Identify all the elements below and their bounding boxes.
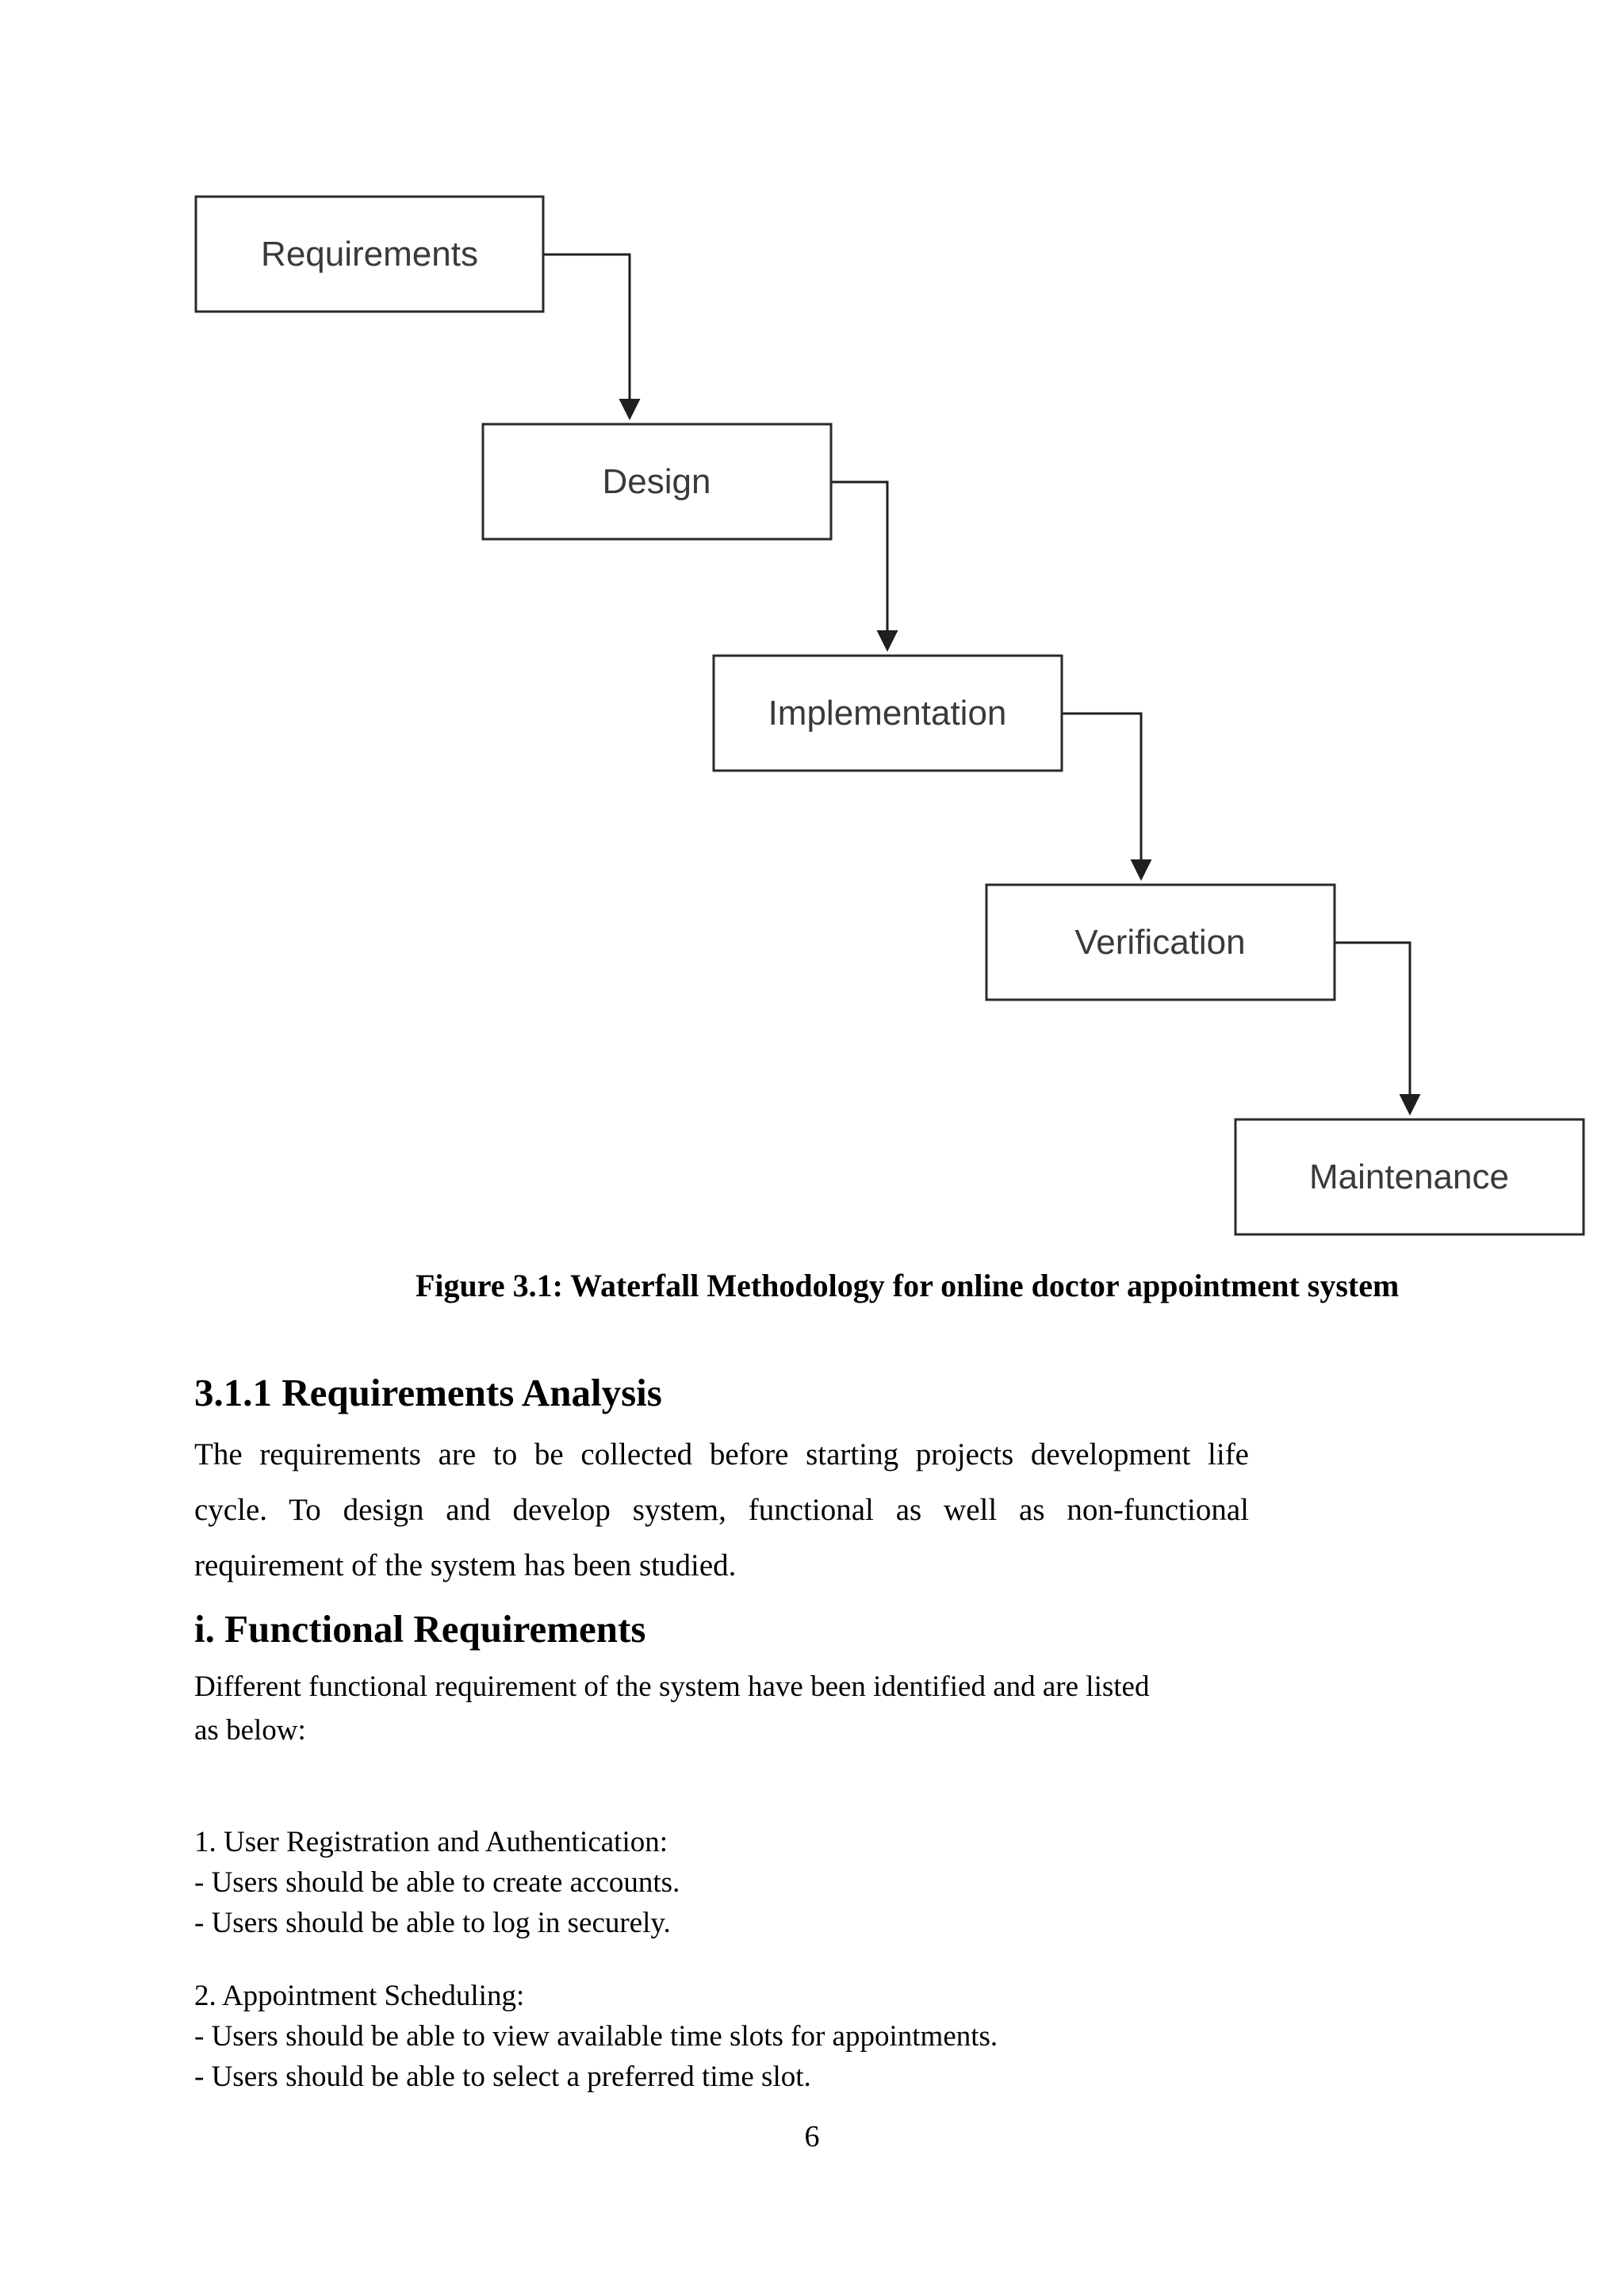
arrow-requirements-to-design: [543, 253, 641, 421]
diagram-node-design: Design: [481, 423, 833, 541]
section-heading-functional-requirements: i. Functional Requirements: [194, 1607, 646, 1651]
paragraph-line: cycle. To design and develop system, fun…: [194, 1493, 1249, 1527]
arrow-implementation-to-verification: [1063, 712, 1152, 882]
intro-line: as below:: [194, 1714, 306, 1747]
requirement-point: - Users should be able to log in securel…: [194, 1907, 671, 1939]
page-number: 6: [804, 2120, 820, 2153]
requirement-title: 2. Appointment Scheduling:: [194, 1980, 525, 2012]
requirement-item-registration: 1. User Registration and Authentication:…: [194, 1822, 1384, 1943]
paragraph-line: The requirements are to be collected bef…: [194, 1437, 1249, 1471]
diagram-node-label: Maintenance: [1309, 1158, 1509, 1196]
requirements-analysis-paragraph: The requirements are to be collected bef…: [194, 1427, 1249, 1594]
arrow-verification-to-maintenance: [1335, 941, 1421, 1116]
requirement-title: 1. User Registration and Authentication:: [194, 1826, 668, 1858]
requirement-point: - Users should be able to view available…: [194, 2020, 998, 2053]
diagram-node-label: Verification: [1074, 923, 1245, 962]
diagram-node-implementation: Implementation: [712, 654, 1063, 772]
requirement-point: - Users should be able to create account…: [194, 1866, 680, 1899]
functional-requirements-intro: Different functional requirement of the …: [194, 1665, 1304, 1752]
waterfall-diagram: Requirements Design Implementation Verif…: [194, 195, 1585, 1236]
paragraph-line: requirement of the system has been studi…: [194, 1548, 737, 1582]
diagram-node-label: Design: [603, 462, 711, 501]
requirement-point: - Users should be able to select a prefe…: [194, 2061, 811, 2093]
diagram-node-label: Requirements: [261, 235, 478, 274]
section-heading-requirements-analysis: 3.1.1 Requirements Analysis: [194, 1371, 662, 1414]
diagram-node-maintenance: Maintenance: [1234, 1118, 1585, 1236]
intro-line: Different functional requirement of the …: [194, 1670, 1150, 1703]
diagram-node-verification: Verification: [985, 883, 1336, 1001]
figure-caption: Figure 3.1: Waterfall Methodology for on…: [416, 1268, 1400, 1303]
arrow-design-to-implementation: [832, 480, 898, 652]
diagram-node-requirements: Requirements: [194, 195, 545, 313]
requirement-item-scheduling: 2. Appointment Scheduling: - Users shoul…: [194, 1976, 1384, 2097]
diagram-node-label: Implementation: [768, 694, 1007, 733]
